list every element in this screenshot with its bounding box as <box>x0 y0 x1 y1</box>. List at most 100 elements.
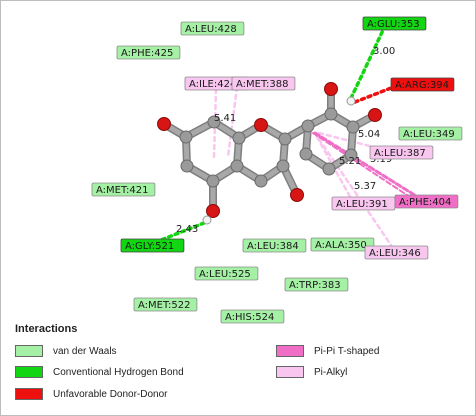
residue-label-text: A:LEU:349 <box>403 129 455 140</box>
legend-swatch <box>15 345 43 357</box>
residue-label-box <box>120 238 185 253</box>
interactions-legend: Interactions van der Waals Conventional … <box>15 323 379 409</box>
residue-label-box <box>362 16 427 31</box>
carbon-atom <box>230 159 244 173</box>
residue-label-box <box>231 76 296 91</box>
residue-label: A:LEU:349 <box>398 126 463 141</box>
residue-label: A:ARG:394 <box>390 77 455 92</box>
pi-pi-t-shaped-line <box>313 131 423 201</box>
legend-label: van der Waals <box>53 346 117 357</box>
residue-label-box <box>220 309 285 324</box>
pi-alkyl-line <box>226 85 239 159</box>
distance-label: 5.21 <box>339 156 361 167</box>
oxygen-atom <box>324 82 338 96</box>
legend-title: Interactions <box>15 323 78 335</box>
residue-label: A:LEU:346 <box>364 245 429 260</box>
carbon-atom <box>322 162 336 176</box>
residue-label-text: A:TRP:383 <box>289 280 341 291</box>
distance-label: 5.04 <box>358 129 380 140</box>
residue-label: A:GLY:521 <box>120 238 185 253</box>
residue-label-box <box>310 237 375 252</box>
carbon-atom <box>179 130 193 144</box>
residue-label-text: A:GLY:521 <box>125 241 174 252</box>
residue-label-text: A:PHE:425 <box>121 48 173 59</box>
residue-label: A:MET:421 <box>91 182 156 197</box>
residue-label-text: A:PHE:404 <box>399 197 451 208</box>
legend-swatch <box>15 388 43 400</box>
residue-label-text: A:MET:421 <box>96 185 148 196</box>
hydrogen-bond-line <box>349 26 386 100</box>
carbon-atom <box>299 147 313 161</box>
residue-label-box <box>91 182 156 197</box>
carbon-atom <box>206 174 220 188</box>
carbon-atom <box>207 115 221 129</box>
carbon-atom <box>276 159 290 173</box>
pi-pi-t-shaped-line <box>312 132 414 200</box>
residue-label: A:PHE:404 <box>394 194 459 209</box>
carbon-atom <box>344 148 358 162</box>
oxygen-atom <box>254 118 268 132</box>
residue-label: A:LEU:384 <box>242 238 307 253</box>
residue-label: A:MET:388 <box>231 76 296 91</box>
legend-swatch <box>276 345 304 357</box>
residue-label-box <box>364 245 429 260</box>
carbon-atom <box>324 107 338 121</box>
residue-label-box <box>194 266 259 281</box>
residue-label: A:MET:522 <box>133 297 198 312</box>
residue-label-text: A:LEU:391 <box>336 199 388 210</box>
residue-label: A:ALA:350 <box>310 237 375 252</box>
residue-label-box <box>116 45 181 60</box>
residue-label-text: A:LEU:387 <box>374 148 426 159</box>
legend-label: Unfavorable Donor-Donor <box>53 389 168 400</box>
residue-label: A:LEU:525 <box>194 266 259 281</box>
distance-label: 5.37 <box>354 181 376 192</box>
residue-label-text: A:LEU:346 <box>369 248 421 259</box>
ligand-molecule <box>157 82 382 225</box>
distance-labels: 3.00 5.41 5.04 5.21 5.19 5.37 2.43 <box>176 46 395 235</box>
carbon-atom <box>346 120 360 134</box>
carbon-atom <box>232 131 246 145</box>
legend-label: Pi-Pi T-shaped <box>314 346 380 357</box>
hydrogen-atom <box>346 96 356 106</box>
residue-label-box <box>390 77 455 92</box>
pi-alkyl-line <box>317 137 395 250</box>
residue-label: A:TRP:383 <box>284 277 349 292</box>
oxygen-atom <box>290 188 304 202</box>
distance-label: 5.19 <box>370 154 392 165</box>
residue-label-text: A:LEU:428 <box>185 24 237 35</box>
residue-label-box <box>180 21 245 36</box>
residue-label-text: A:GLU:353 <box>367 19 420 30</box>
carbon-atom <box>180 159 194 173</box>
residue-label-box <box>242 238 307 253</box>
legend-swatch <box>15 366 43 378</box>
residue-label: A:GLU:353 <box>362 16 427 31</box>
residue-label: A:LEU:387 <box>369 145 434 160</box>
residue-label-text: A:ALA:350 <box>315 240 367 251</box>
residue-label-text: A:HIS:524 <box>225 312 274 323</box>
residue-label: A:LEU:391 <box>331 196 396 211</box>
residue-label: A:PHE:425 <box>116 45 181 60</box>
oxygen-atom <box>206 204 220 218</box>
carbon-atom <box>254 174 268 188</box>
residue-label-text: A:LEU:384 <box>247 241 299 252</box>
distance-label: 2.43 <box>176 224 198 235</box>
oxygen-atom <box>368 108 382 122</box>
carbon-atom <box>278 132 292 146</box>
residue-label-box <box>398 126 463 141</box>
hydrogen-atom <box>202 215 212 225</box>
residue-label-text: A:MET:388 <box>236 79 288 90</box>
oxygen-atom <box>157 117 171 131</box>
residue-label-box <box>133 297 198 312</box>
distance-label: 3.00 <box>373 46 395 57</box>
residue-label-box <box>284 277 349 292</box>
residue-label-text: A:ARG:394 <box>395 80 449 91</box>
residue-label-text: A:ILE:424 <box>189 79 236 90</box>
residue-label-text: A:MET:522 <box>138 300 190 311</box>
distance-label: 5.41 <box>214 113 236 124</box>
legend-label: Conventional Hydrogen Bond <box>53 367 184 378</box>
legend-label: Pi-Alkyl <box>314 367 348 378</box>
legend-swatch <box>276 366 304 378</box>
residue-label: A:LEU:428 <box>180 21 245 36</box>
